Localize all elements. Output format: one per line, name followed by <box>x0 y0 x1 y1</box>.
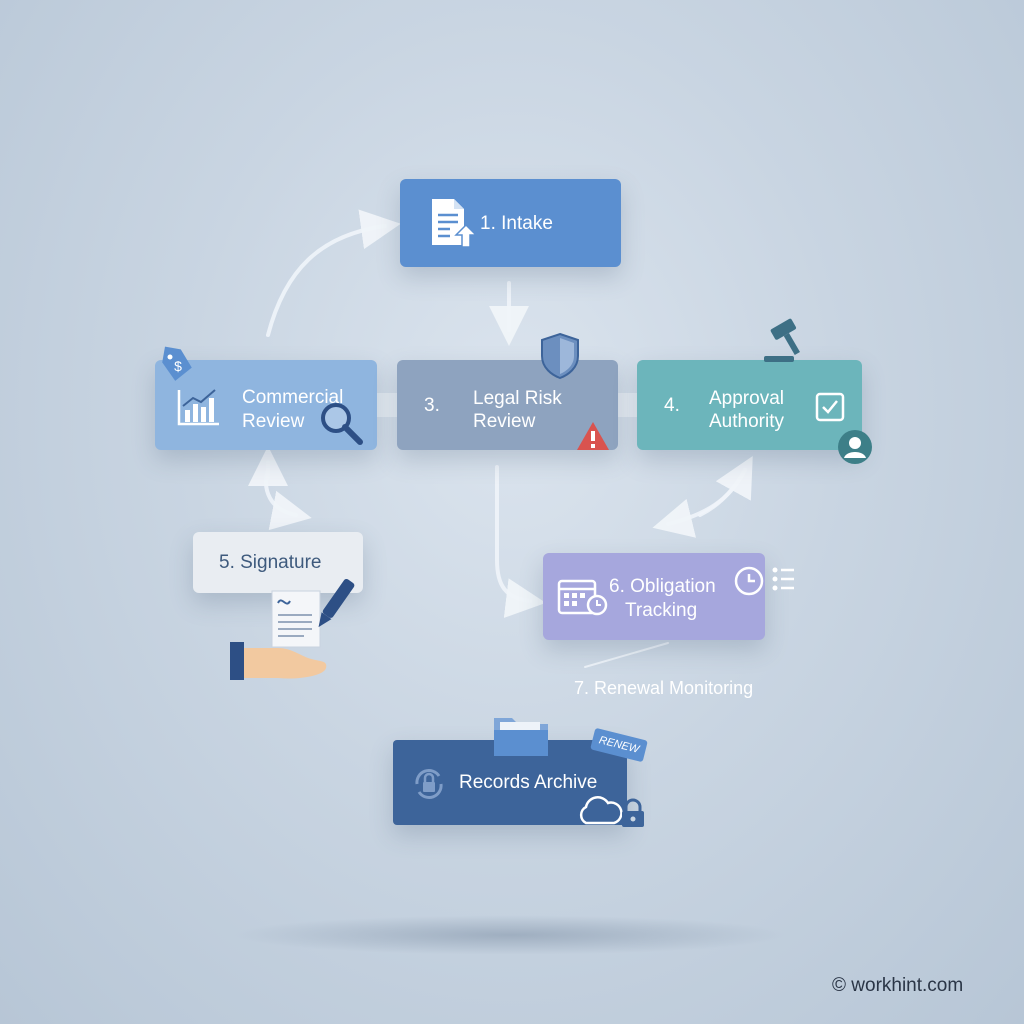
step-approval-number: 4. <box>664 395 680 416</box>
sync-lock-icon <box>415 769 443 799</box>
user-shield-icon <box>838 430 872 464</box>
dollar-tag-icon: $ <box>162 346 192 381</box>
step-legal-risk-line1: Legal Risk <box>473 388 562 409</box>
warning-icon <box>577 422 609 450</box>
step-signature-label: 5. Signature <box>219 552 322 573</box>
step-commercial-review-line1: Commercial <box>242 387 344 408</box>
floor-shadow <box>230 915 790 955</box>
step-obligation-tracking-box[interactable]: 6. Obligation Tracking <box>543 553 765 640</box>
pen-icon <box>318 578 355 628</box>
step-intake-box[interactable]: 1. Intake <box>400 179 621 267</box>
connector-commercial-legal <box>376 393 400 417</box>
arrow-commercial-to-intake <box>266 209 401 337</box>
arrow-commercial-signature <box>264 468 312 531</box>
gavel-icon <box>764 318 800 362</box>
calendar-icon <box>557 579 608 616</box>
signed-document-icon <box>271 590 321 648</box>
svg-text:$: $ <box>174 358 182 374</box>
step-legal-risk-review-box[interactable]: 3. Legal Risk Review <box>397 360 618 450</box>
cloud-icon <box>579 796 623 825</box>
step-signature-box[interactable]: 5. Signature <box>193 532 363 593</box>
list-icon <box>772 567 794 591</box>
arrow-approval-obligation <box>652 468 747 538</box>
step-obligation-line2: Tracking <box>625 600 698 621</box>
step-commercial-review-box[interactable]: Commercial Review <box>155 360 377 450</box>
records-archive-label: Records Archive <box>459 772 598 793</box>
hand-icon <box>230 642 327 680</box>
step-renewal-monitoring-label: 7. Renewal Monitoring <box>574 678 754 698</box>
magnifier-icon <box>321 403 363 445</box>
step-approval-line1: Approval <box>709 388 784 409</box>
checkbox-icon <box>815 392 845 422</box>
clock-icon <box>734 566 764 596</box>
shield-icon <box>541 332 579 380</box>
step-approval-authority-box[interactable]: 4. Approval Authority <box>637 360 862 450</box>
renew-tag-label: RENEW <box>597 734 641 756</box>
step-legal-number: 3. <box>424 395 440 416</box>
step-obligation-line1: 6. Obligation <box>609 576 716 597</box>
folder-icon <box>494 718 548 756</box>
arrow-approval-up <box>698 456 753 517</box>
arrow-legal-to-obligation <box>495 465 546 618</box>
step-legal-risk-line2: Review <box>473 411 536 432</box>
document-upload-icon <box>432 199 478 248</box>
lock-icon <box>622 798 644 827</box>
connector-legal-approval <box>617 393 639 417</box>
watermark: © workhint.com <box>832 975 964 996</box>
line-obligation-renewal <box>584 642 669 668</box>
step-intake-label: 1. Intake <box>480 213 553 234</box>
growth-chart-icon <box>177 389 219 426</box>
step-commercial-review-line2: Review <box>242 411 305 432</box>
step-approval-line2: Authority <box>709 411 784 432</box>
